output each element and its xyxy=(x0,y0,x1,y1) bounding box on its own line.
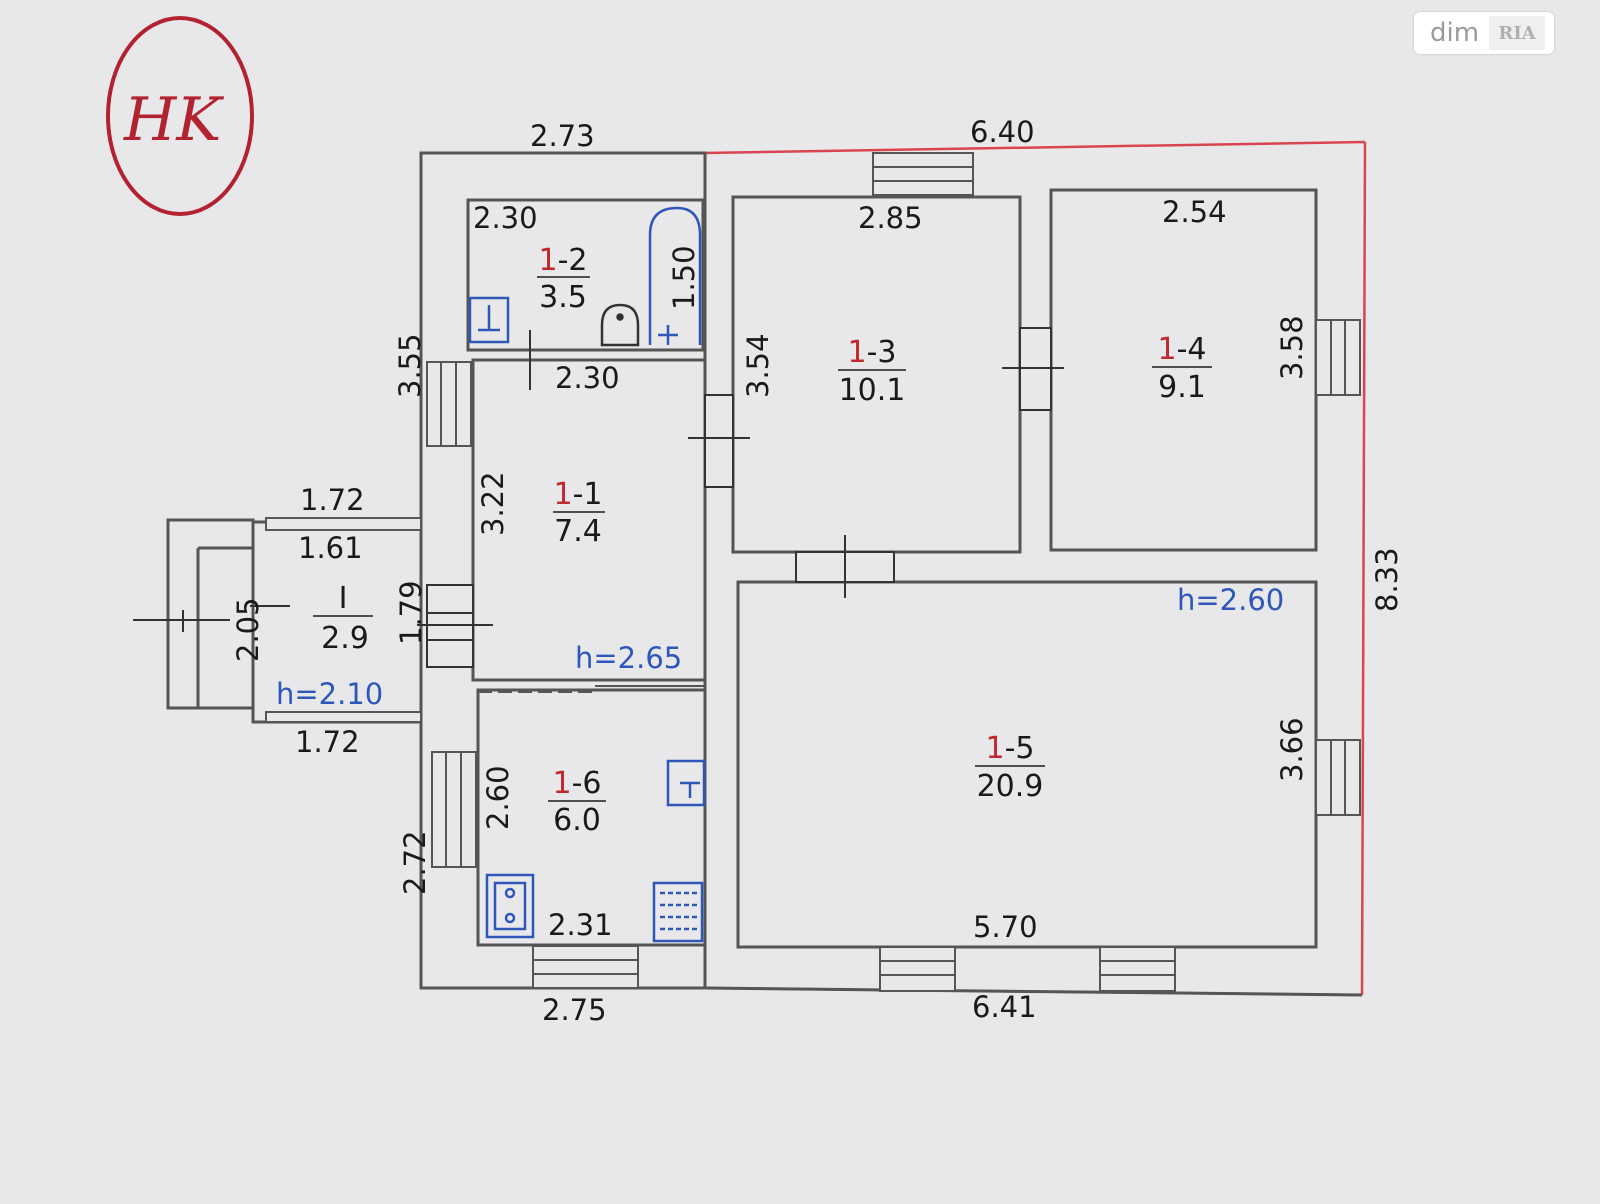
dim-porch-depth: 1.79 xyxy=(394,580,428,645)
dim-left-upper: 3.55 xyxy=(393,333,427,398)
watermark-badge: dim RIA xyxy=(1414,12,1554,54)
room-label-1-6: 1-6 6.0 xyxy=(548,766,606,838)
dim-room3-height: 3.54 xyxy=(741,333,775,398)
room-porch-area: 2.9 xyxy=(321,621,369,656)
window-left-hall xyxy=(426,361,472,447)
window-bottom-room5-left xyxy=(879,946,956,992)
dim-porch-inner: 1.61 xyxy=(298,531,363,565)
bathroom-walls xyxy=(466,198,705,352)
room-1-3-suffix: -3 xyxy=(867,335,897,370)
dim-room4-width: 2.54 xyxy=(1162,195,1227,229)
windows xyxy=(265,152,1361,992)
room-1-5-prefix: 1 xyxy=(985,731,1004,766)
room-1-3-prefix: 1 xyxy=(847,335,866,370)
window-porch-top xyxy=(265,517,422,531)
watermark-ria: RIA xyxy=(1489,16,1546,50)
room-1-2-area: 3.5 xyxy=(539,280,587,315)
room-1-1-prefix: 1 xyxy=(553,477,572,512)
room-1-4-area: 9.1 xyxy=(1158,370,1206,405)
room-1-6-prefix: 1 xyxy=(552,766,571,801)
window-bottom-room5-right xyxy=(1099,946,1176,992)
dim-kitchen-height: 2.60 xyxy=(481,765,515,830)
room-1-4-prefix: 1 xyxy=(1157,332,1176,367)
dim-porch-outer: 1.72 xyxy=(300,483,365,517)
window-right-room5 xyxy=(1315,739,1361,816)
height-room5: h=2.60 xyxy=(1177,583,1284,617)
door-room3-room5 xyxy=(795,535,895,598)
room-1-2-prefix: 1 xyxy=(538,243,557,278)
dim-kitchen-width: 2.31 xyxy=(548,908,613,942)
logo: HK xyxy=(106,16,254,216)
window-porch-bottom xyxy=(265,711,422,723)
window-left-kitchen xyxy=(431,751,477,868)
dim-room5-width: 5.70 xyxy=(973,910,1038,944)
door-hall-room3 xyxy=(688,394,750,488)
bathtub-icon xyxy=(648,206,702,345)
dim-room4-height: 3.58 xyxy=(1275,315,1309,380)
svg-text:1-2: 1-2 xyxy=(538,243,587,278)
room-label-1-5: 1-5 20.9 xyxy=(975,731,1045,804)
room-label-1-4: 1-4 9.1 xyxy=(1152,332,1212,405)
dim-porch-bottom: 1.72 xyxy=(295,725,360,759)
svg-text:1-1: 1-1 xyxy=(553,477,602,512)
door-porch-entry xyxy=(133,605,290,632)
walls xyxy=(166,151,1363,997)
height-porch: h=2.10 xyxy=(276,677,383,711)
logo-letters: HK xyxy=(123,85,224,155)
door-hall-kitchen xyxy=(478,679,705,693)
dim-bottom-right: 6.41 xyxy=(972,990,1037,1024)
room-1-5-area: 20.9 xyxy=(977,769,1044,804)
room-1-1-suffix: -1 xyxy=(573,477,603,512)
porch-steps-outer xyxy=(166,518,255,710)
dim-porch-height: 2.05 xyxy=(231,597,265,662)
room-1-1-area: 7.4 xyxy=(554,514,602,549)
svg-text:1-5: 1-5 xyxy=(985,731,1034,766)
watermark-brand: dim xyxy=(1430,18,1480,48)
svg-text:1-3: 1-3 xyxy=(847,335,896,370)
window-bottom-kitchen xyxy=(532,945,639,989)
dim-top-right-wall: 6.40 xyxy=(970,115,1035,149)
room-1-6-suffix: -6 xyxy=(572,766,602,801)
svg-text:1-4: 1-4 xyxy=(1157,332,1206,367)
doors xyxy=(133,327,1064,693)
room-label-1-1: 1-1 7.4 xyxy=(553,477,605,549)
dim-room3-width: 2.85 xyxy=(858,201,923,235)
room-1-6-area: 6.0 xyxy=(553,803,601,838)
dim-bath-bottom: 2.30 xyxy=(555,361,620,395)
room-1-4-suffix: -4 xyxy=(1177,332,1207,367)
room-porch-number: I xyxy=(339,581,348,616)
dim-hall-height: 3.22 xyxy=(476,471,510,536)
door-porch-hall xyxy=(417,584,493,668)
dim-right-total: 8.33 xyxy=(1370,547,1404,612)
room-1-2-suffix: -2 xyxy=(558,243,588,278)
dim-bath-tub: 1.50 xyxy=(667,245,701,310)
dim-bottom-left: 2.75 xyxy=(542,993,607,1027)
dim-room5-height: 3.66 xyxy=(1275,717,1309,782)
height-hall: h=2.65 xyxy=(575,641,682,675)
room-label-porch: I 2.9 xyxy=(313,581,373,656)
room-1-3-area: 10.1 xyxy=(839,373,906,408)
dim-left-lower: 2.72 xyxy=(398,830,432,895)
sink-icon xyxy=(468,296,510,344)
dim-top-left-wall: 2.73 xyxy=(530,119,595,153)
window-top-room3 xyxy=(872,152,974,196)
room-label-1-2: 1-2 3.5 xyxy=(537,243,590,315)
stove-icon xyxy=(485,873,535,939)
logo-ring xyxy=(106,16,254,216)
room-label-1-3: 1-3 10.1 xyxy=(838,335,906,408)
radiator-icon xyxy=(652,881,704,943)
dimension-labels: 2.73 6.40 2.30 2.30 2.85 2.54 1.72 1.61 … xyxy=(231,115,1404,1027)
door-room3-room4 xyxy=(1002,327,1064,411)
toilet-icon xyxy=(600,303,640,347)
svg-text:1-6: 1-6 xyxy=(552,766,601,801)
fixtures xyxy=(468,206,706,943)
room-1-5-suffix: -5 xyxy=(1005,731,1035,766)
window-right-room4 xyxy=(1315,319,1361,396)
dim-bath-width: 2.30 xyxy=(473,201,538,235)
kitchen-sink-icon xyxy=(666,759,706,807)
